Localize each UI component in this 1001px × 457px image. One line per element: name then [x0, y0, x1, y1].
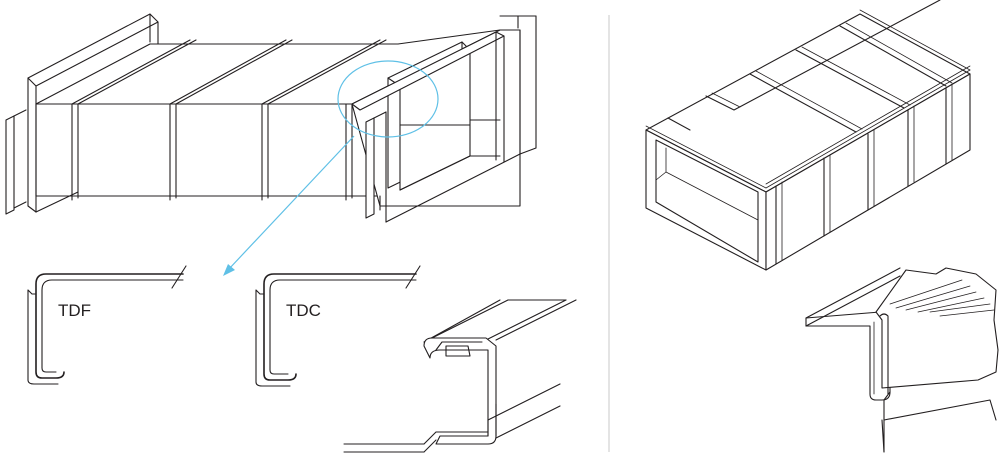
tdf-profile: TDF [27, 265, 187, 385]
right-end-opening [351, 29, 521, 207]
duct-front-opening [655, 139, 759, 263]
seam-ribs [71, 39, 387, 201]
side-seams [775, 83, 953, 265]
callout-arrowhead [223, 264, 235, 276]
callout-ellipse [337, 60, 439, 138]
right-duct-assembled [645, 0, 971, 271]
tdc-label: TDC [286, 301, 321, 320]
tdf-label: TDF [58, 301, 91, 320]
top-seams [667, 0, 953, 133]
right-end-flange [351, 15, 537, 223]
left-end-flange [5, 13, 159, 215]
flange-connection-3d [343, 299, 577, 453]
seam-closeup-detail [805, 267, 999, 453]
detail-callout [223, 60, 439, 276]
callout-arrow-line [227, 135, 355, 271]
duct-body [35, 15, 537, 223]
front-flange-edge [645, 9, 971, 189]
tdc-profile: TDC [255, 265, 421, 387]
left-duct-assembly [5, 13, 537, 276]
